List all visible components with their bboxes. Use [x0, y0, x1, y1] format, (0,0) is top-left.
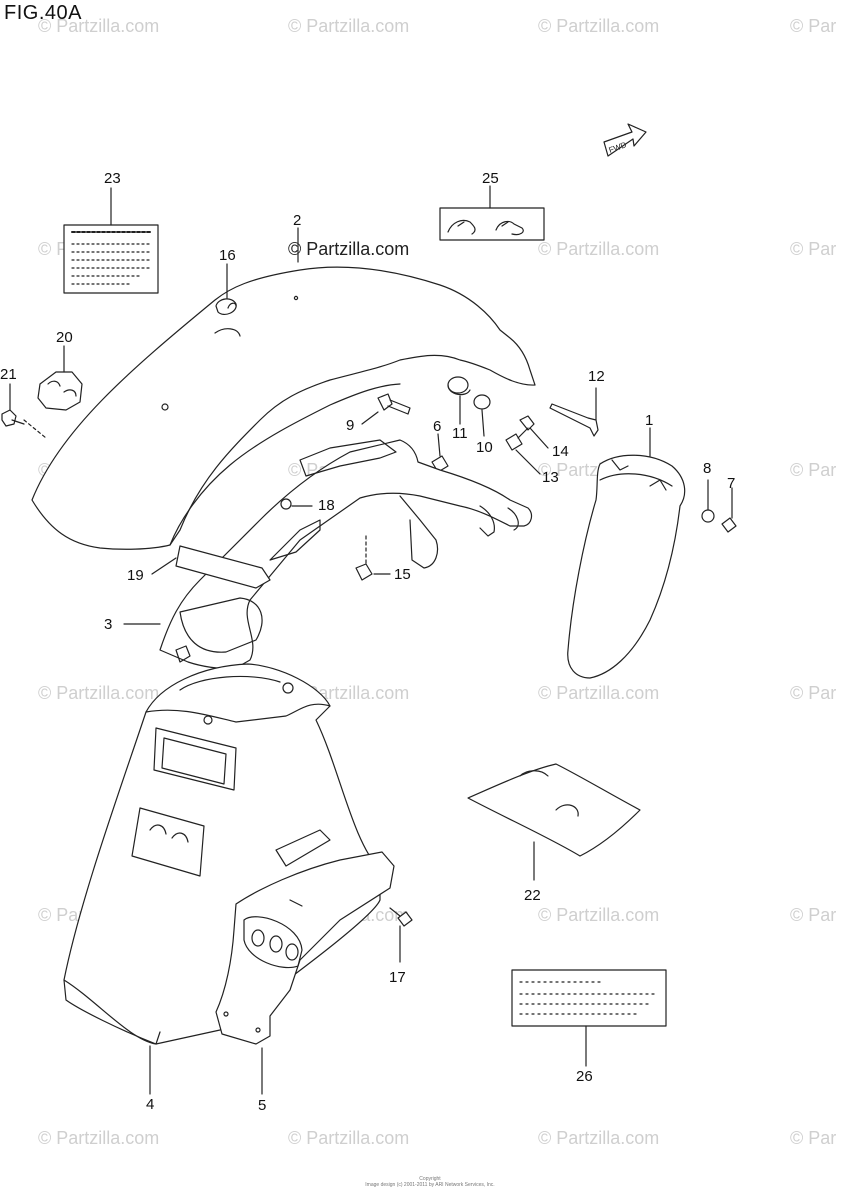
- callout-13: 13: [542, 469, 559, 486]
- watermark-main: © Partzilla.com: [288, 239, 410, 259]
- figure-title: FIG.40A: [4, 2, 82, 24]
- callout-15: 15: [394, 566, 411, 583]
- part-23-label-sticker: [63, 224, 159, 294]
- part-1-fender-extension: [567, 454, 686, 679]
- callout-3: 3: [104, 616, 113, 633]
- part-14-screw: [519, 415, 549, 449]
- copyright-footer: Copyright Image design (c) 2001-2011 by …: [360, 1176, 500, 1188]
- watermark: © Partzilla.com: [538, 16, 660, 36]
- part-22-pad: [467, 763, 641, 857]
- callout-14: 14: [552, 443, 569, 460]
- part-9-bolt: [361, 393, 411, 425]
- callout-7: 7: [727, 475, 736, 492]
- watermark: © Partzilla.com: [288, 1128, 410, 1148]
- part-4-fender-lower: [63, 663, 381, 1045]
- watermark: © Partzilla.com: [538, 239, 660, 259]
- part-2-rear-fender: [31, 266, 536, 550]
- watermark: © Partzilla.com: [38, 16, 160, 36]
- callout-12: 12: [588, 368, 605, 385]
- part-19-strip: [151, 545, 271, 589]
- callout-26: 26: [576, 1068, 593, 1085]
- callout-6: 6: [433, 418, 442, 435]
- watermark: © Par: [790, 905, 837, 925]
- part-11-collar: [447, 376, 471, 425]
- callout-19: 19: [127, 567, 144, 584]
- callout-22: 22: [524, 887, 541, 904]
- part-13-bolt: [505, 427, 541, 475]
- part-3-frame: [159, 439, 533, 670]
- part-15-bolt: [355, 535, 391, 581]
- part-8-washer: [701, 479, 715, 523]
- part-5-bracket: [215, 829, 395, 1045]
- callout-5: 5: [258, 1097, 267, 1114]
- watermark: © Partzilla.com: [538, 1128, 660, 1148]
- callout-8: 8: [703, 460, 712, 477]
- part-12-bolt: [549, 387, 599, 437]
- callout-2: 2: [293, 212, 302, 229]
- callout-9: 9: [346, 417, 355, 434]
- copyright-line-1: Copyright: [419, 1176, 441, 1182]
- callout-17: 17: [389, 969, 406, 986]
- watermark: © Partzilla.com: [38, 683, 160, 703]
- callout-25: 25: [482, 170, 499, 187]
- part-6-bolt: [431, 433, 449, 473]
- front-arrow-icon: FWD: [603, 123, 647, 157]
- callout-21: 21: [0, 366, 17, 383]
- watermark: © Par: [790, 1128, 837, 1148]
- watermark: © Par: [790, 460, 837, 480]
- part-17-bolt: [389, 907, 413, 963]
- watermark: © Par: [790, 239, 837, 259]
- part-26-label-sticker: [511, 969, 667, 1027]
- part-25-label-sticker: [439, 207, 545, 241]
- callout-1: 1: [645, 412, 654, 429]
- copyright-line-2: Image design (c) 2001-2011 by ARI Networ…: [365, 1182, 495, 1188]
- watermark: © Partzilla.com: [288, 16, 410, 36]
- part-21-bolt: [1, 409, 25, 427]
- callout-18: 18: [318, 497, 335, 514]
- watermark: © Par: [790, 683, 837, 703]
- watermark: © Partzilla.com: [538, 683, 660, 703]
- callout-10: 10: [476, 439, 493, 456]
- part-20-bracket: [23, 371, 83, 439]
- callout-20: 20: [56, 329, 73, 346]
- part-10-washer: [473, 394, 491, 437]
- callout-11: 11: [452, 425, 468, 442]
- callout-23: 23: [104, 170, 121, 187]
- watermark: © Partzilla.com: [38, 1128, 160, 1148]
- callout-16: 16: [219, 247, 236, 264]
- watermark: © Partzilla.com: [538, 905, 660, 925]
- watermark: © Par: [790, 16, 837, 36]
- part-16-grommet: [215, 298, 237, 316]
- callout-4: 4: [146, 1096, 155, 1113]
- part-7-screw: [721, 487, 737, 533]
